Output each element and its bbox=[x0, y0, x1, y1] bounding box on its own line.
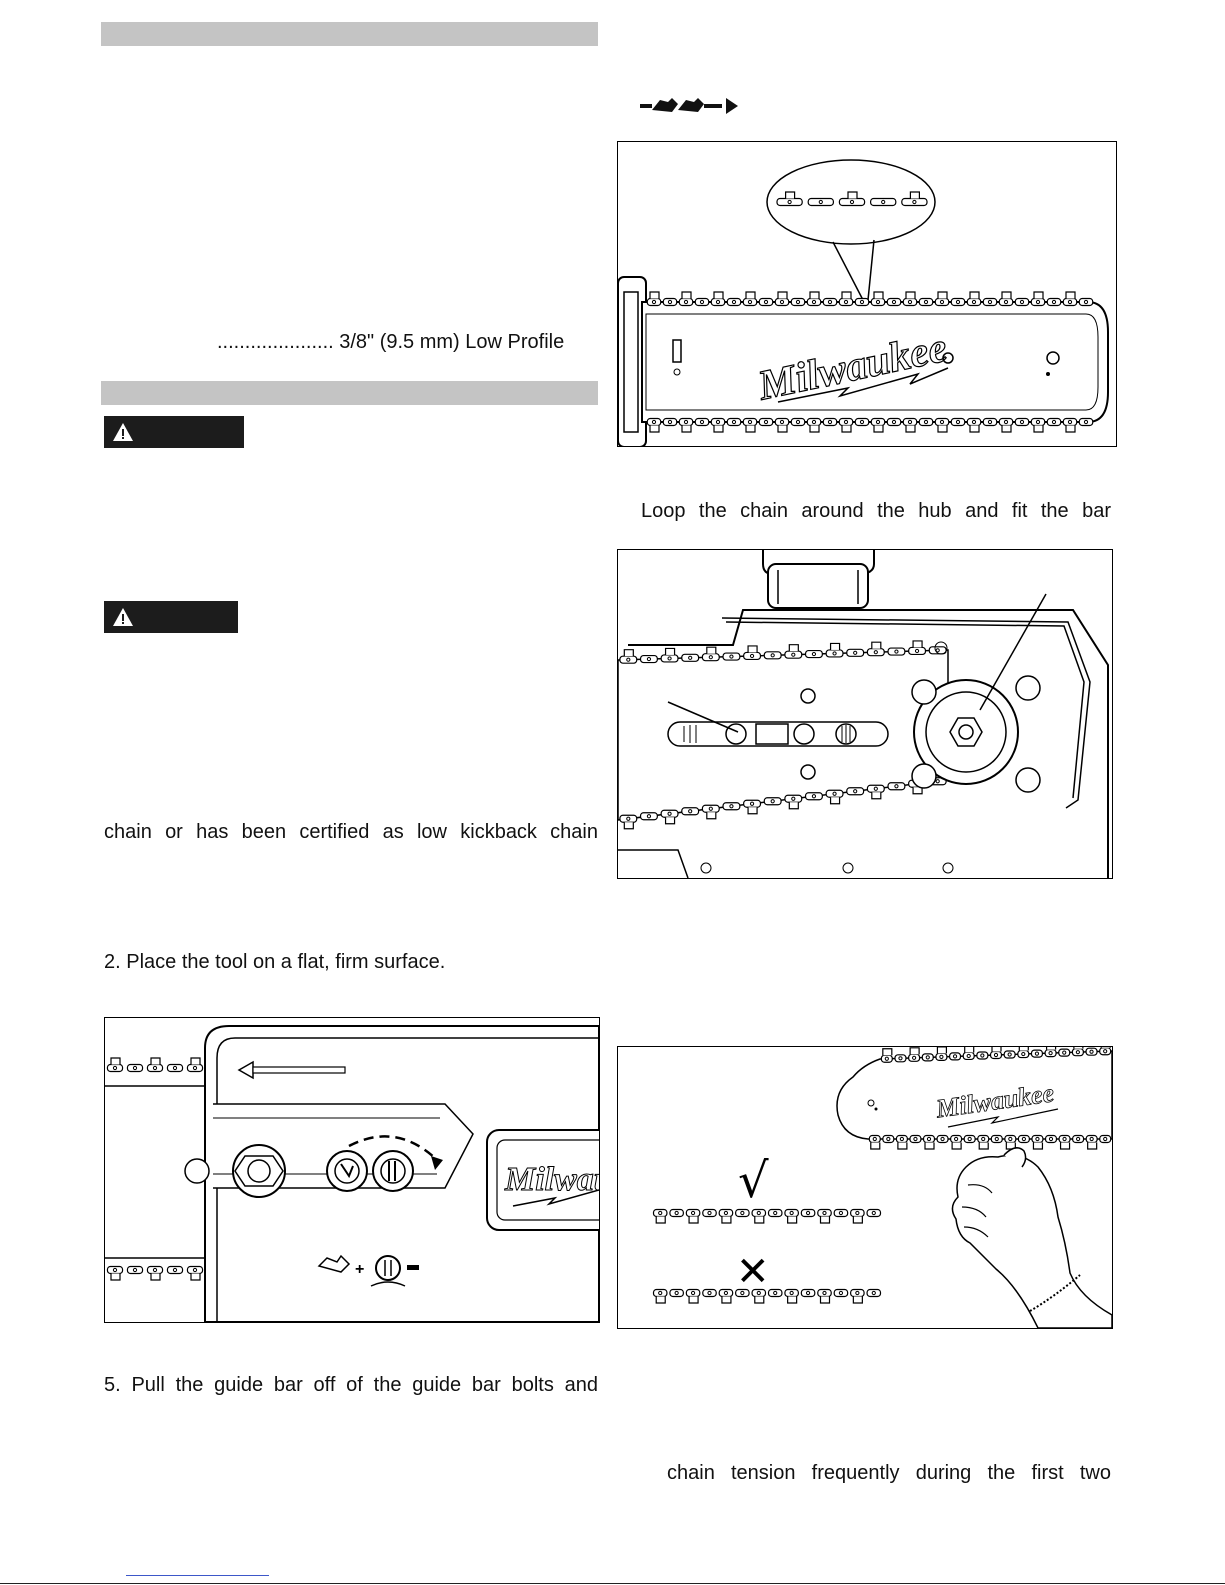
x-icon: ✕ bbox=[736, 1249, 770, 1295]
figure-chain-tension-check: Milwaukee √ ✕ bbox=[617, 1046, 1113, 1329]
footer-link-underline bbox=[126, 1575, 269, 1576]
loop-chain-text: Loop the chain around the hub and fit th… bbox=[641, 500, 1111, 522]
warning-label-1 bbox=[104, 416, 244, 448]
warning-triangle-icon bbox=[113, 423, 133, 441]
step-2-text: 2. Place the tool on a flat, firm surfac… bbox=[104, 951, 446, 973]
figure-guide-bar-chain: Milwaukee bbox=[617, 141, 1117, 447]
chain-pitch-spec: ..................... 3/8" (9.5 mm) Low … bbox=[217, 331, 565, 353]
low-kickback-text: chain or has been certified as low kickb… bbox=[104, 821, 598, 843]
warning-triangle-icon bbox=[113, 608, 133, 626]
svg-text:+: + bbox=[355, 1261, 364, 1278]
section-header-bar-2 bbox=[101, 381, 598, 405]
check-icon: √ bbox=[738, 1153, 769, 1209]
warning-label-2 bbox=[104, 601, 238, 633]
tension-note-text: chain tension frequently during the firs… bbox=[667, 1462, 1111, 1484]
chain-direction-icon bbox=[640, 98, 738, 114]
figure-side-cover: + Milwauk bbox=[104, 1017, 600, 1323]
footer-rule bbox=[0, 1583, 1225, 1584]
step-5-text: 5. Pull the guide bar off of the guide b… bbox=[104, 1374, 598, 1396]
milwaukee-logo: Milwauk bbox=[504, 1161, 599, 1198]
figure-bar-mounting bbox=[617, 549, 1113, 879]
section-header-bar-1 bbox=[101, 22, 598, 46]
